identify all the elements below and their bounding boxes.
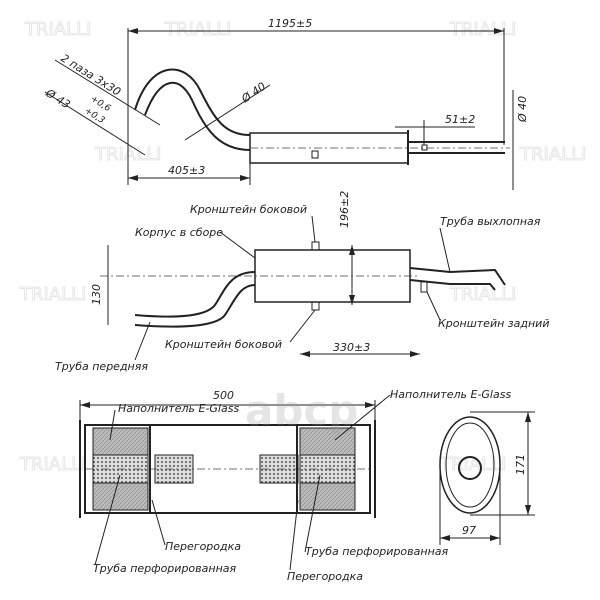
front-pipe-label: Труба передняя <box>55 360 148 373</box>
filler-left-label: Наполнитель E-Glass <box>118 402 239 415</box>
height-196-dim: 196±2 <box>338 191 351 228</box>
svg-text:TRIALLI: TRIALLI <box>164 19 232 40</box>
svg-text:TRIALLI: TRIALLI <box>449 19 517 40</box>
perf-pipe-left-label: Труба перфорированная <box>93 562 237 575</box>
dim-330: 330±3 <box>333 341 370 354</box>
svg-text:TRIALLI: TRIALLI <box>19 454 87 475</box>
svg-text:TRIALLI: TRIALLI <box>519 144 587 165</box>
section-view: 500 Наполнитель E-Glass Наполнитель E-Gl… <box>79 388 535 583</box>
body-label: Корпус в сборе <box>135 226 223 239</box>
tail-offset-dim: 51±2 <box>445 113 475 126</box>
filler-right-label: Наполнитель E-Glass <box>390 388 511 401</box>
svg-text:TRIALLI: TRIALLI <box>439 454 507 475</box>
svg-text:TRIALLI: TRIALLI <box>19 284 87 305</box>
bracket-rear-label: Кронштейн задний <box>438 317 549 330</box>
slots-label: 2 паза 3x30 <box>58 52 123 99</box>
height-130-dim: 130 <box>90 284 103 305</box>
baffle-right-label: Перегородка <box>287 570 363 583</box>
exhaust-pipe-label: Труба выхлопная <box>440 215 541 228</box>
outlet-diameter-dim: Ø 40 <box>516 96 529 123</box>
bracket-side-bottom-label: Кронштейн боковой <box>165 338 282 351</box>
baffle-left-label: Перегородка <box>165 540 241 553</box>
overall-length-dim: 1195±5 <box>268 17 312 30</box>
svg-text:TRIALLI: TRIALLI <box>449 284 517 305</box>
svg-text:TRIALLI: TRIALLI <box>24 19 92 40</box>
bracket-side-top-label: Кронштейн боковой <box>190 203 307 216</box>
abcp-logo: abcp <box>245 386 358 435</box>
height-dim: 171 <box>514 454 527 475</box>
inlet-diameter-dim: Ø 43 <box>43 86 73 111</box>
width-dim: 97 <box>462 524 476 537</box>
side-view: 130 196±2 330±3 Кронштейн боковой Корпус… <box>55 191 549 373</box>
inlet-offset-dim: 405±3 <box>168 164 205 177</box>
perf-pipe-right-label: Труба перфорированная <box>305 545 449 558</box>
length-dim: 500 <box>213 389 234 402</box>
svg-text:abcp: abcp <box>245 386 358 435</box>
